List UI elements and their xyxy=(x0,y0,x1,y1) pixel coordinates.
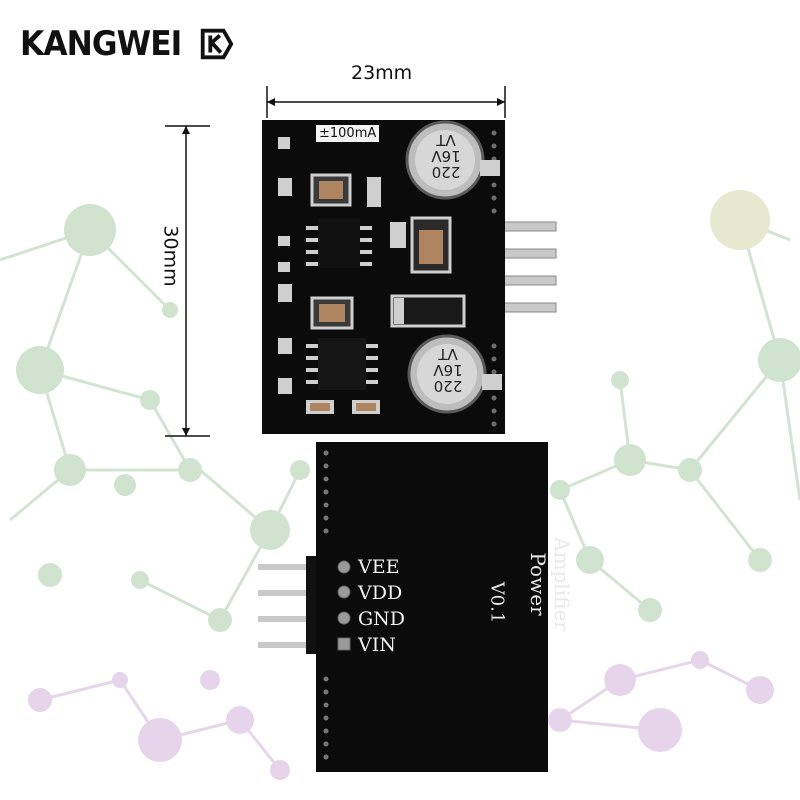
pin-label-vin: VIN xyxy=(358,634,396,656)
back-board-title: Amplifier Power xyxy=(526,537,574,631)
brand-mark-icon xyxy=(201,28,234,60)
pin-label-vdd: VDD xyxy=(358,582,403,604)
back-board-version: V0.1 xyxy=(486,581,508,624)
brand-name: KANGWEI xyxy=(20,24,182,64)
pin-label-gnd: GND xyxy=(358,608,406,630)
brand-logo: KANGWEI xyxy=(20,24,235,64)
current-rating-label: ±100mA xyxy=(316,125,380,142)
pin-label-vee: VEE xyxy=(358,556,400,578)
width-label: 23mm xyxy=(351,62,413,84)
back-header-pins xyxy=(258,556,320,654)
